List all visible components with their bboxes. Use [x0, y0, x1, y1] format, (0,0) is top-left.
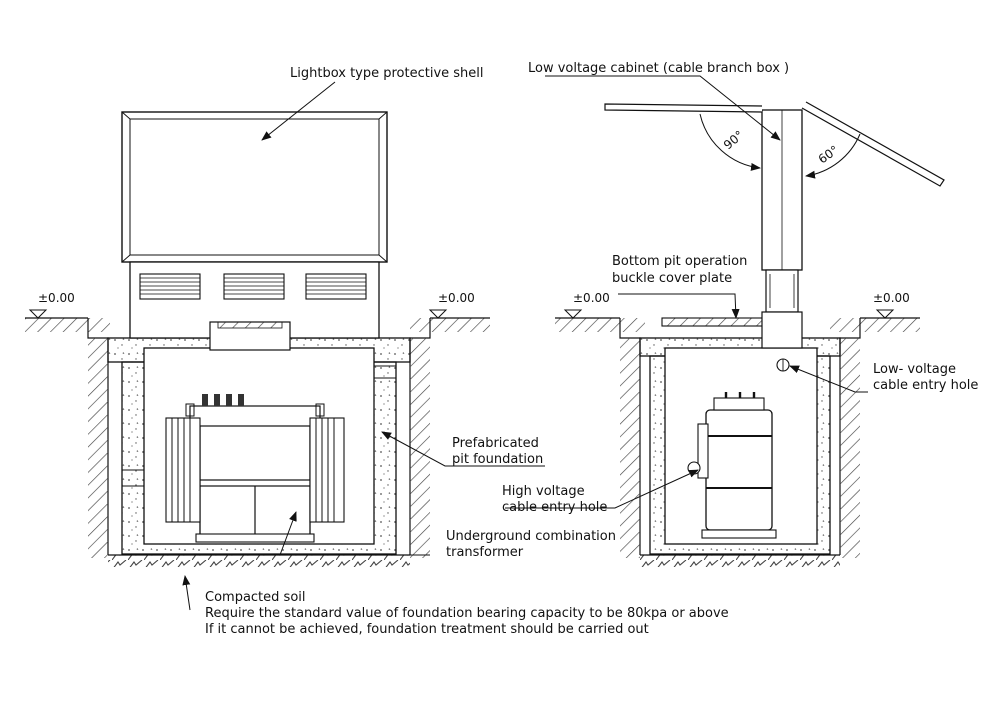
low-voltage-cabinet — [604, 101, 945, 349]
level-mark-right-a: ±0.00 — [573, 291, 610, 305]
level-mark-left-b: ±0.00 — [438, 291, 475, 305]
label-cover-plate-line2: buckle cover plate — [612, 271, 733, 286]
lightbox-shell — [121, 111, 388, 351]
label-lv-hole-line2: cable entry hole — [873, 378, 979, 393]
left-transformer — [165, 394, 345, 543]
right-ground — [555, 309, 920, 567]
leader-lines — [182, 75, 868, 611]
bushings — [202, 394, 244, 406]
label-pit-line2: pit foundation — [452, 452, 544, 467]
label-soil-line1: Compacted soil — [205, 590, 306, 605]
level-mark-right-b: ±0.00 — [873, 291, 910, 305]
label-lv-hole-line1: Low- voltage — [873, 362, 956, 377]
label-hv-hole-line2: cable entry hole — [502, 500, 608, 515]
label-cover-plate-line1: Bottom pit operation — [612, 254, 748, 269]
angle-90-label: 90° — [721, 128, 746, 152]
level-mark-left-a: ±0.00 — [38, 291, 75, 305]
label-hv-hole-line1: High voltage — [502, 484, 585, 499]
label-lightbox-shell: Lightbox type protective shell — [290, 66, 484, 81]
left-radiator — [165, 417, 201, 523]
label-low-voltage-cabinet: Low voltage cabinet (cable branch box ) — [528, 61, 790, 76]
label-soil-line3: If it cannot be achieved, foundation tre… — [205, 622, 649, 637]
left-view — [25, 111, 490, 567]
label-transformer-line2: transformer — [446, 545, 524, 560]
right-transformer — [687, 358, 790, 539]
right-view — [555, 101, 945, 567]
label-transformer-line1: Underground combination — [446, 529, 616, 544]
label-soil-line2: Require the standard value of foundation… — [205, 606, 729, 621]
right-radiator — [309, 417, 345, 523]
left-ground — [25, 309, 490, 567]
vent-grilles — [139, 273, 367, 300]
cabinet-doors — [604, 101, 945, 187]
label-pit-line1: Prefabricated — [452, 436, 539, 451]
